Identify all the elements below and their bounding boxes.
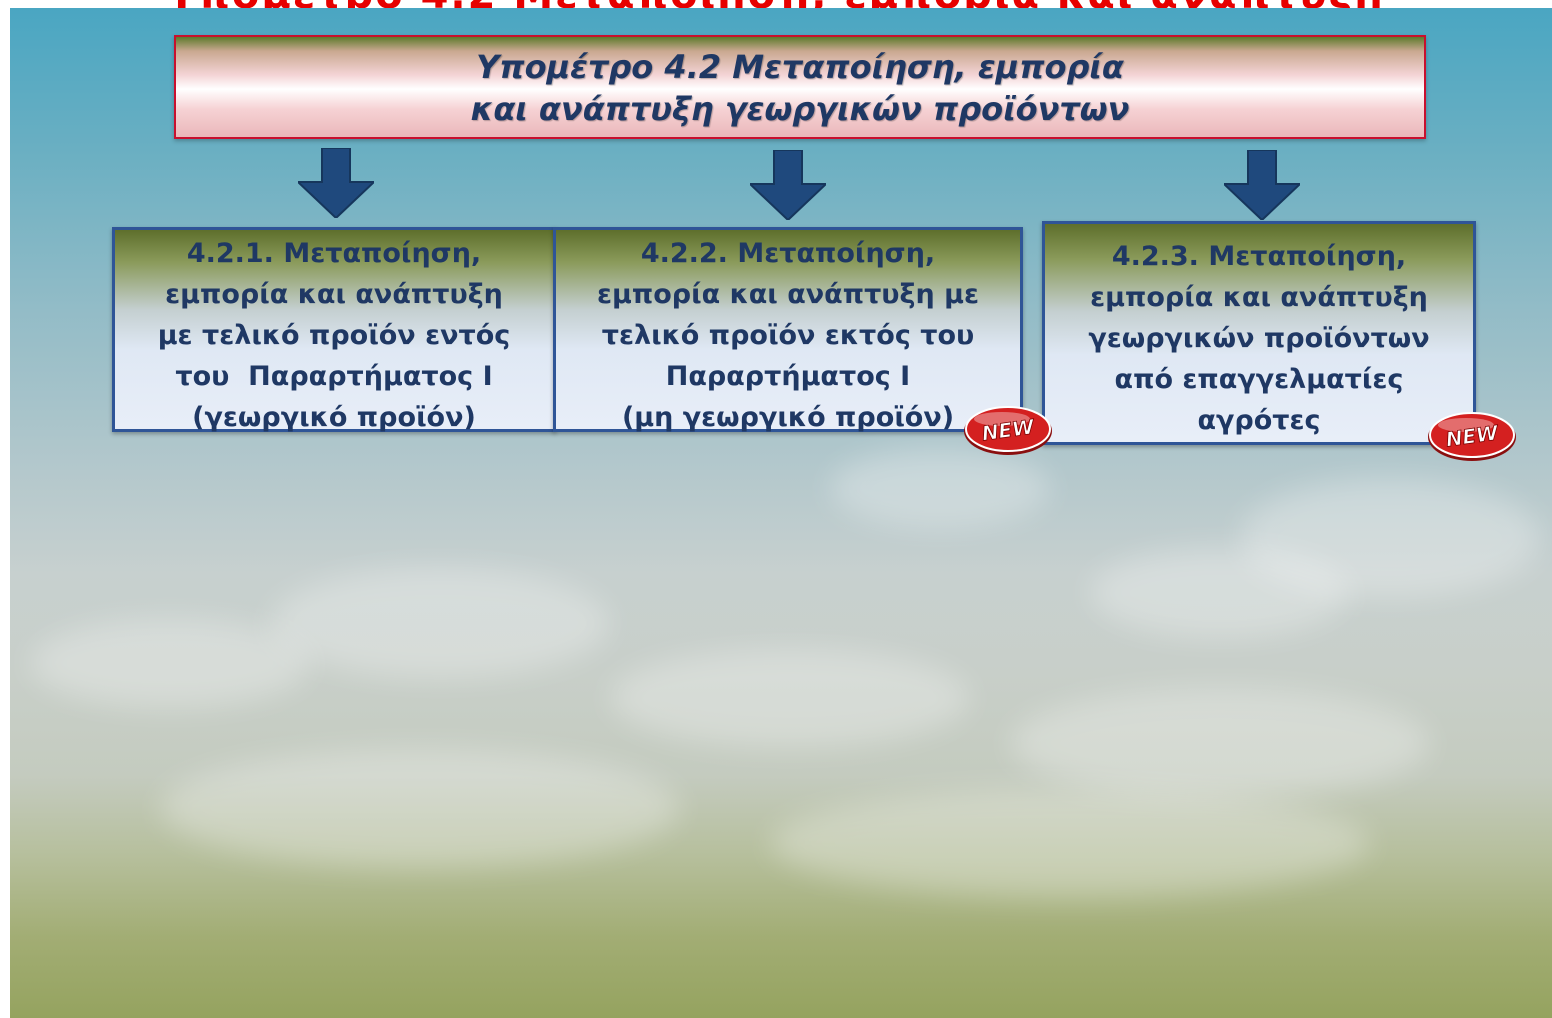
box-line: 4.2.1. Μεταποίηση, [186, 238, 482, 269]
box-line: αγρότες [1197, 405, 1321, 436]
box-line: Παραρτήματος Ι [665, 361, 911, 392]
cloud [1240, 478, 1540, 598]
submeasure-box-4-2-2: 4.2.2. Μεταποίηση, εμπορία και ανάπτυξη … [553, 227, 1023, 433]
submeasure-box-4-2-1: 4.2.1. Μεταποίηση, εμπορία και ανάπτυξη … [112, 227, 556, 433]
cloud [270, 568, 610, 678]
cloud [610, 648, 970, 748]
box-line: 4.2.3. Μεταποίηση, [1111, 241, 1407, 272]
title-line-2: και ανάπτυξη γεωργικών προϊόντων [470, 90, 1130, 128]
down-arrow-icon [1221, 149, 1303, 222]
box-line: εμπορία και ανάπτυξη [165, 279, 503, 310]
top-heading-cutoff: Υπομέτρο 4.2 Μεταποίηση, εμπορία και ανά… [0, 0, 1552, 8]
cloud [30, 618, 310, 708]
cloud [830, 448, 1050, 528]
box-line: από επαγγελματίες [1114, 364, 1404, 395]
box-line: τελικό προϊόν εκτός του [601, 320, 975, 351]
box-line: του Παραρτήματος Ι [175, 361, 493, 392]
top-heading-text: Υπομέτρο 4.2 Μεταποίηση, εμπορία και ανά… [0, 0, 1552, 8]
down-arrow-icon [295, 147, 377, 220]
submeasure-title-box: Υπομέτρο 4.2 Μεταποίηση, εμπορία και ανά… [174, 35, 1426, 139]
box-line: εμπορία και ανάπτυξη με [596, 279, 980, 310]
box-line: (γεωργικό προϊόν) [192, 402, 476, 433]
cloud [1010, 688, 1430, 798]
cloud [160, 748, 680, 868]
cloud [770, 788, 1370, 898]
new-badge-icon: NEW [962, 404, 1054, 456]
down-arrow-icon [747, 149, 829, 222]
submeasure-box-4-2-3: 4.2.3. Μεταποίηση, εμπορία και ανάπτυξη … [1042, 221, 1476, 445]
box-line: 4.2.2. Μεταποίηση, [640, 238, 936, 269]
box-line: γεωργικών προϊόντων [1088, 323, 1430, 354]
title-line-1: Υπομέτρο 4.2 Μεταποίηση, εμπορία [476, 48, 1124, 86]
box-line: με τελικό προϊόν εντός [157, 320, 511, 351]
box-line: (μη γεωργικό προϊόν) [621, 402, 955, 433]
new-badge-icon: NEW [1426, 410, 1518, 462]
cloud [1090, 548, 1350, 638]
box-line: εμπορία και ανάπτυξη [1090, 282, 1428, 313]
